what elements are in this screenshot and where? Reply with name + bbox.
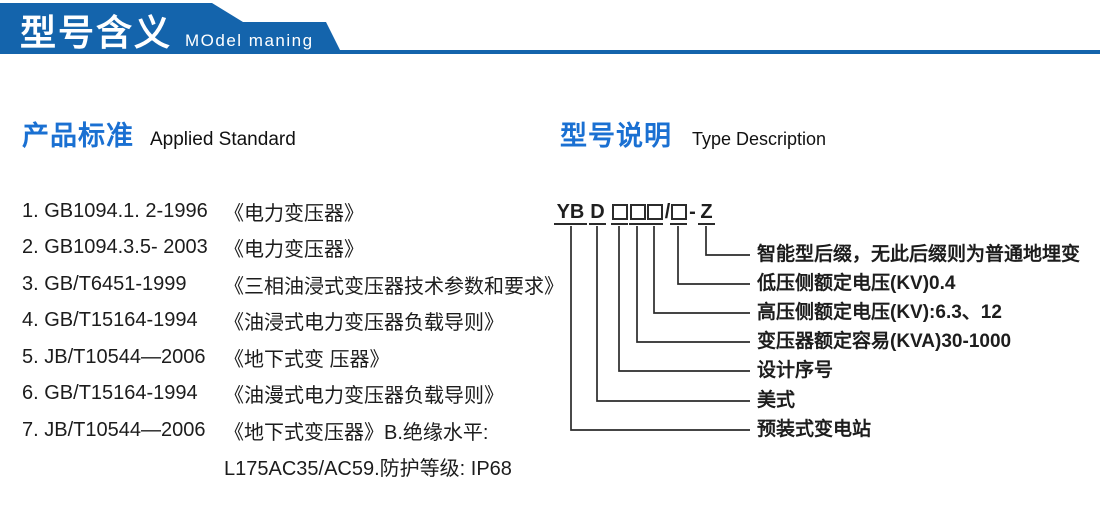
model-label: 预装式变电站 <box>757 419 872 440</box>
standard-item: 2. GB1094.3.5- 2003 《电力变压器》 <box>22 230 564 267</box>
dash-text: - <box>689 201 696 223</box>
model-type-text: D <box>590 201 605 223</box>
slash-text: / <box>664 201 671 223</box>
model-label: 美式 <box>757 390 796 411</box>
box-glyph <box>611 204 628 220</box>
standard-title: 《油浸式电力变压器负载导则》 <box>224 312 504 335</box>
standard-title: 《电力变压器》 <box>224 202 364 225</box>
model-label: 设计序号 <box>757 360 834 381</box>
model-box-2 <box>629 201 646 225</box>
page-subtitle: MOdel maning <box>185 31 314 50</box>
standard-code: 7. JB/T10544—2006 <box>22 418 206 441</box>
box-glyph <box>629 204 646 220</box>
model-prefix: YB <box>554 201 587 225</box>
heading-cn: 产品标准 <box>22 121 134 151</box>
standard-item: 7. JB/T10544—2006 《地下式变压器》B.绝缘水平: <box>22 412 564 449</box>
standard-title: 《电力变压器》 <box>224 239 364 262</box>
heading-en: Type Description <box>692 129 827 149</box>
standard-item: 4. GB/T15164-1994 《油浸式电力变压器负载导则》 <box>22 303 564 340</box>
standard-code: 3. GB/T6451-1999 <box>22 272 187 295</box>
standard-title: 《地下式变压器》B.绝缘水平: <box>224 421 489 444</box>
model-box-4 <box>670 201 687 225</box>
type-description-heading: 型号说明 Type Description <box>560 114 826 153</box>
model-suffix-text: Z <box>700 201 713 223</box>
standard-item: 1. GB1094.1. 2-1996 《电力变压器》 <box>22 193 564 230</box>
model-label: 智能型后缀，无此后缀则为普通地埋变 <box>757 244 1081 265</box>
applied-standard-heading: 产品标准 Applied Standard <box>22 114 296 153</box>
model-box-3 <box>646 201 663 225</box>
standard-item: 6. GB/T15164-1994 《油漫式电力变压器负载导则》 <box>22 376 564 413</box>
heading-en: Applied Standard <box>150 129 296 150</box>
standard-title: 《三相油浸式变压器技术参数和要求》 <box>224 275 564 298</box>
model-label: 低压侧额定电压(KV)0.4 <box>757 273 956 294</box>
standard-code: 6. GB/T15164-1994 <box>22 382 198 405</box>
model-suffix: Z <box>698 201 715 225</box>
dash-separator: - <box>688 201 697 223</box>
box-glyph <box>670 204 687 220</box>
box-glyph <box>646 204 663 220</box>
standard-title: L175AC35/AC59.防护等级: IP68 <box>224 458 512 481</box>
standard-code: 2. GB1094.3.5- 2003 <box>22 236 208 259</box>
standards-list: 1. GB1094.1. 2-1996 《电力变压器》 2. GB1094.3.… <box>22 193 564 485</box>
standard-code: 1. GB1094.1. 2-1996 <box>22 199 208 222</box>
standard-code: 4. GB/T15164-1994 <box>22 309 198 332</box>
header-banner: 型号含义 MOdel maning <box>0 3 1100 54</box>
model-prefix-text: YB <box>556 201 585 223</box>
heading-cn: 型号说明 <box>560 121 672 151</box>
standard-code: 5. JB/T10544—2006 <box>22 345 206 368</box>
model-label: 变压器额定容易(KVA)30-1000 <box>757 331 1012 352</box>
model-label: 高压侧额定电压(KV):6.3、12 <box>757 302 1002 323</box>
standard-title: 《地下式变 压器》 <box>224 348 390 371</box>
model-type-letter: D <box>589 201 606 225</box>
standard-item: 3. GB/T6451-1999 《三相油浸式变压器技术参数和要求》 <box>22 266 564 303</box>
page-title: 型号含义 <box>20 12 173 53</box>
model-box-1 <box>611 201 628 225</box>
standard-item: 5. JB/T10544—2006 《地下式变 压器》 <box>22 339 564 376</box>
slash-separator: / <box>663 201 672 223</box>
standard-item-continuation: L175AC35/AC59.防护等级: IP68 <box>22 449 564 486</box>
standard-title: 《油漫式电力变压器负载导则》 <box>224 385 504 408</box>
